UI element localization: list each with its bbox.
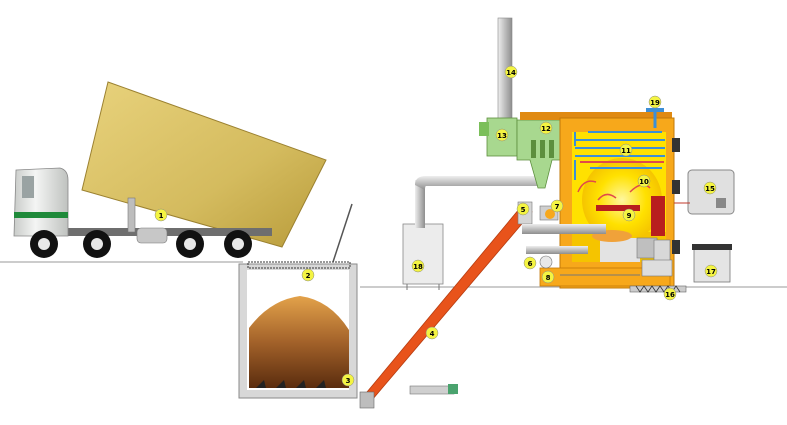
label-8: 8 xyxy=(541,270,555,284)
svg-text:8: 8 xyxy=(546,274,551,282)
svg-text:14: 14 xyxy=(506,69,516,77)
label-4: 4 xyxy=(425,326,439,340)
svg-text:4: 4 xyxy=(430,330,435,338)
svg-text:17: 17 xyxy=(706,268,716,276)
svg-text:2: 2 xyxy=(306,272,311,280)
label-7: 7 xyxy=(550,199,564,213)
svg-text:9: 9 xyxy=(627,212,632,220)
baffle xyxy=(596,205,640,211)
svg-text:3: 3 xyxy=(346,377,351,385)
label-1: 1 xyxy=(154,208,168,222)
svg-text:1: 1 xyxy=(159,212,164,220)
label-3: 3 xyxy=(341,373,355,387)
storage-pit xyxy=(238,203,358,399)
label-2: 2 xyxy=(301,268,315,282)
label-9: 9 xyxy=(622,208,636,222)
svg-text:5: 5 xyxy=(521,206,526,214)
label-5: 5 xyxy=(516,202,530,216)
truck-window xyxy=(22,176,34,198)
svg-text:6: 6 xyxy=(528,260,533,268)
svg-text:11: 11 xyxy=(621,147,631,155)
label-14: 14 xyxy=(504,65,518,79)
svg-text:18: 18 xyxy=(413,263,423,271)
label-10: 10 xyxy=(637,174,651,188)
truck-cab-stripe xyxy=(14,212,68,218)
ash-cyclone-bin xyxy=(402,223,444,290)
svg-text:10: 10 xyxy=(639,178,649,186)
control-panel xyxy=(674,169,735,215)
truck-hydraulic xyxy=(127,197,136,233)
label-17: 17 xyxy=(704,264,718,278)
svg-text:7: 7 xyxy=(555,203,560,211)
truck-fuel-tank xyxy=(136,227,168,244)
svg-text:12: 12 xyxy=(541,125,551,133)
fuel-pile xyxy=(249,296,349,388)
fan xyxy=(539,255,553,269)
label-15: 15 xyxy=(703,181,717,195)
ash-screw xyxy=(629,259,687,293)
svg-text:16: 16 xyxy=(665,291,675,299)
truck xyxy=(13,81,327,258)
svg-text:13: 13 xyxy=(497,132,507,140)
conveyor xyxy=(359,201,533,409)
label-6: 6 xyxy=(523,256,537,270)
label-13: 13 xyxy=(495,128,509,142)
label-11: 11 xyxy=(619,143,633,157)
svg-text:15: 15 xyxy=(705,185,715,193)
label-19: 19 xyxy=(648,95,662,109)
pit-floor-rakes xyxy=(256,380,326,388)
label-12: 12 xyxy=(539,121,553,135)
truck-wheels xyxy=(30,230,252,258)
conveyor-drive xyxy=(409,385,455,395)
label-16: 16 xyxy=(663,287,677,301)
label-18: 18 xyxy=(411,259,425,273)
number-labels: 1 2 3 4 5 6 7 8 9 10 11 12 13 14 15 16 1… xyxy=(154,65,718,387)
pit-grate xyxy=(247,261,351,269)
svg-text:19: 19 xyxy=(650,99,660,107)
truck-dump-bed xyxy=(81,81,327,248)
